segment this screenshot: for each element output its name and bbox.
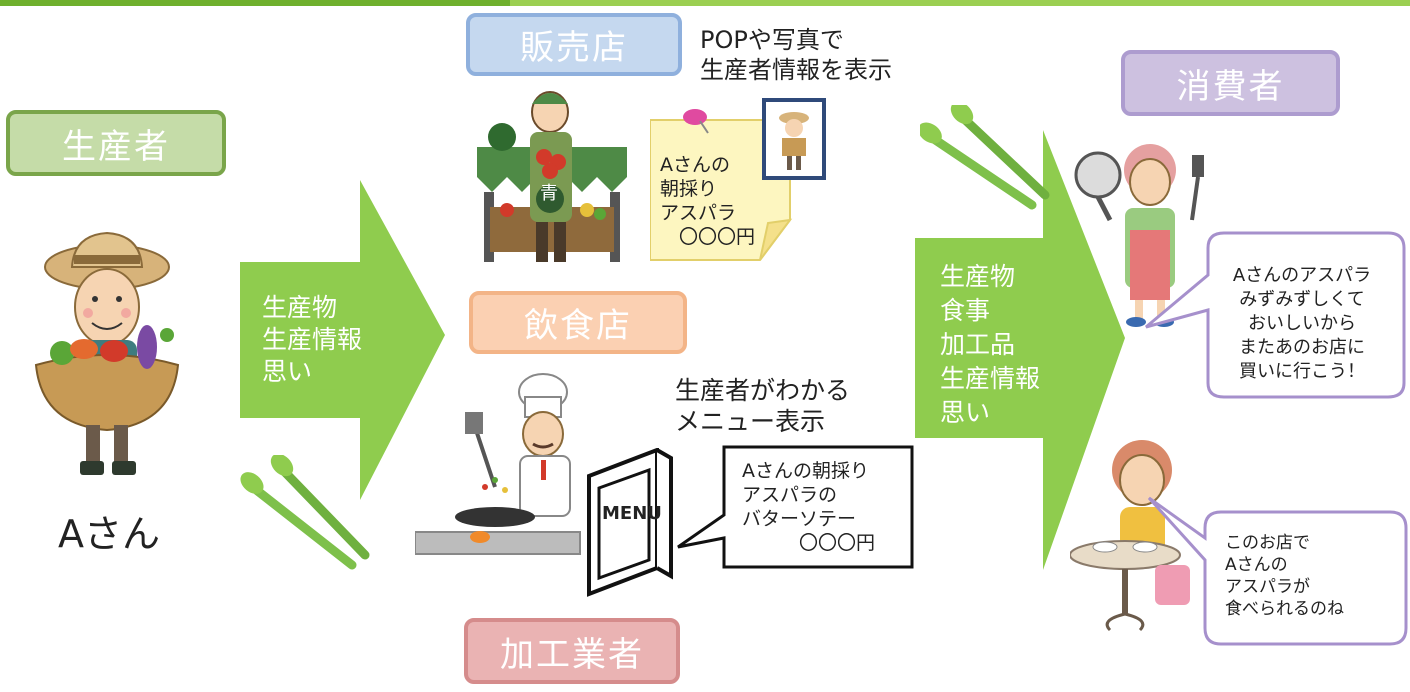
farmer-illustration (22, 225, 192, 485)
restaurant-caption: 生産者がわかる メニュー表示 (675, 376, 851, 436)
consumer-woman-cooking (1070, 140, 1220, 330)
pop-card-text: Aさんの 朝採り アスパラ 〇〇〇円 (660, 154, 756, 248)
flow-arrow-1 (240, 180, 445, 500)
restaurant-label: 飲食店 (469, 291, 687, 354)
processor-label: 加工業者 (464, 618, 680, 684)
flow-arrow-2-text: 生産物 食事 加工品 生産情報 思い (940, 262, 1041, 427)
shop-caption: POPや写真で 生産者情報を表示 (700, 26, 892, 84)
consumer-bubble-1-text: Aさんのアスパラ みずみずしくて おいしいから またあのお店に 買いに行こう！ (1232, 265, 1372, 382)
menu-label: MENU (602, 503, 662, 524)
consumer-label: 消費者 (1121, 50, 1340, 116)
flow-arrow-1-text: 生産物 生産情報 思い (262, 293, 363, 386)
consumer-bubble-2-text: このお店で Aさんの アスパラが 食べられるのね (1225, 533, 1344, 619)
menu-book (587, 448, 677, 598)
shop-vendor-illustration (472, 82, 632, 272)
chef-illustration (415, 372, 585, 572)
shop-label: 販売店 (466, 13, 682, 76)
consumer-woman-dining (1070, 425, 1210, 635)
asparagus-icon (240, 455, 370, 575)
pop-card (650, 105, 830, 265)
shop-sign-text: 青 (540, 183, 558, 204)
producer-label: 生産者 (6, 110, 226, 176)
asparagus-icon (920, 105, 1050, 215)
flow-arrow-2 (915, 130, 1125, 570)
producer-name: Aさん (58, 512, 160, 556)
top-bar (0, 0, 1410, 6)
producer-photo (762, 98, 826, 180)
consumer-speech-bubble-1 (1140, 215, 1410, 405)
consumer-speech-bubble-2 (1145, 490, 1410, 650)
menu-speech-bubble (676, 443, 916, 573)
top-bar-accent (0, 0, 510, 6)
menu-bubble-text: Aさんの朝採り アスパラの バターソテー 〇〇〇円 (742, 460, 876, 554)
